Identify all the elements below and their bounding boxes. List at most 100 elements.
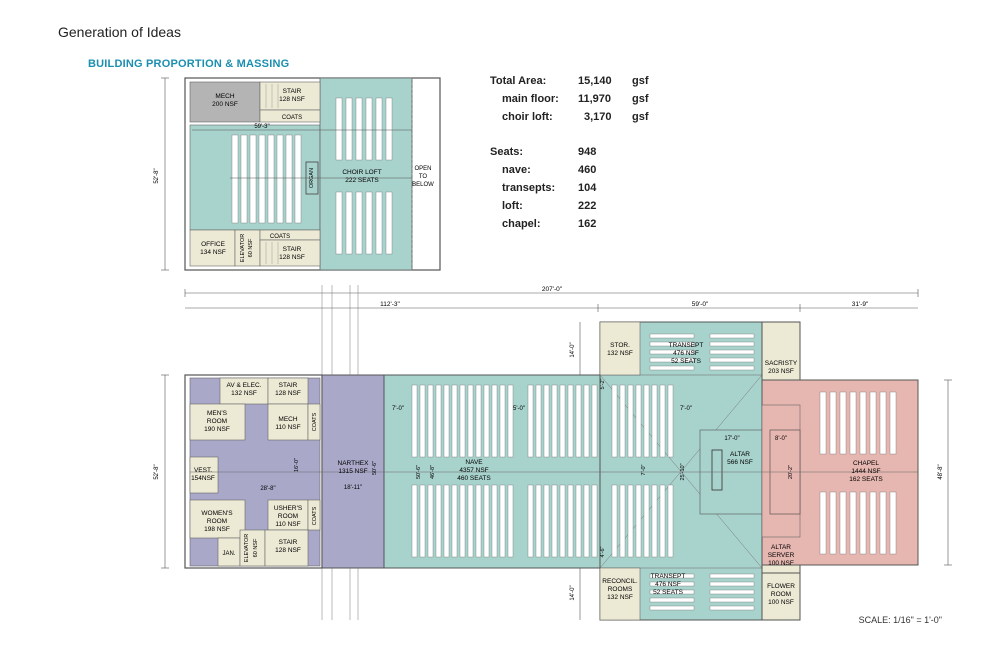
choir-loft-name: CHOIR LOFT: [342, 169, 381, 176]
seats-label: Seats:: [490, 146, 524, 158]
altar-server-name-1: ALTAR: [771, 544, 791, 551]
chapel-pews: [819, 391, 897, 555]
dim-7a: 7'-0": [392, 406, 404, 412]
narthex: [321, 374, 385, 569]
flower-room-name-1: FLOWER: [767, 583, 795, 590]
stair-top-area: 128 NSF: [275, 390, 301, 397]
mech-name: MECH: [278, 416, 297, 423]
altar-area: 566 NSF: [727, 459, 753, 466]
mech-area: 110 NSF: [275, 424, 300, 431]
transept-bottom-area: 476 NSF: [655, 581, 681, 588]
chapel-seats-value: 162: [578, 218, 597, 230]
choir-loft-value: 3,170: [584, 111, 612, 123]
upper-stair-top-area: 128 NSF: [279, 96, 305, 103]
dim-8: 8'-0": [775, 436, 787, 442]
chapel-height-dim: 48'-8": [938, 464, 944, 479]
upper-width-dim: 59'-3": [254, 124, 269, 130]
av-elec-area: 132 NSF: [231, 390, 257, 397]
mens-room: [189, 403, 246, 441]
mens-room-name-2: ROOM: [207, 418, 227, 425]
left-width-dim: 112'-3": [380, 301, 400, 308]
main-height-dim: 52'-8": [154, 464, 160, 479]
transept-top-seats: 52 SEATS: [671, 358, 702, 365]
coats-bottom-label: COATS: [312, 506, 318, 525]
dim-5a: 5'-0": [513, 406, 525, 412]
vest-name: VEST.: [194, 467, 212, 474]
open-to-below-line1: OPEN: [414, 166, 431, 172]
upper-stair-top-name: STAIR: [283, 88, 302, 95]
upper-office-area: 134 NSF: [200, 249, 226, 256]
altar-server-name-2: SERVER: [768, 552, 795, 559]
dim-16: 16'-0": [294, 458, 300, 472]
stair-bottom-area: 128 NSF: [275, 547, 301, 554]
mens-room-area: 190 NSF: [204, 426, 230, 433]
dim-4: 4'-6": [600, 546, 606, 557]
ushers-room-name-2: ROOM: [278, 513, 298, 520]
womens-room: [189, 499, 246, 539]
coats-bottom-room: [307, 499, 321, 531]
womens-room-name-1: WOMEN'S: [201, 510, 233, 517]
nave-area: 4357 NSF: [459, 467, 488, 474]
upper-elevator: [234, 229, 261, 267]
coats-top-label: COATS: [312, 412, 318, 431]
vest-area: 154NSF: [191, 475, 215, 482]
elevator-area: 60 NSF: [253, 538, 259, 557]
section-title: BUILDING PROPORTION & MASSING: [88, 58, 290, 70]
reconciliation-rooms: [599, 567, 641, 621]
dim-46: 46'-8": [430, 465, 436, 479]
mens-room-name-1: MEN'S: [207, 410, 228, 417]
transept-bottom-seats: 52 SEATS: [653, 589, 684, 596]
stair-bottom-name: STAIR: [279, 539, 298, 546]
flower-room: [761, 572, 801, 621]
upper-coats-top: [259, 109, 321, 123]
stor-area: 132 NSF: [607, 350, 633, 357]
choir-loft-pews: [335, 97, 393, 255]
womens-room-area: 198 NSF: [204, 526, 230, 533]
choir-loft-unit: gsf: [632, 111, 649, 123]
chapel-name: CHAPEL: [853, 460, 879, 467]
nave-name: NAVE: [465, 459, 483, 466]
altar-server-area: 100 NSF: [768, 560, 794, 567]
coats-top-room: [307, 403, 321, 441]
upper-mech-area: 200 NSF: [212, 101, 238, 108]
nave-seats-label: nave:: [502, 164, 531, 176]
seats-value: 948: [578, 146, 597, 158]
upper-mech-room: [189, 81, 261, 123]
transept-bottom-dim: 14'-0": [570, 585, 576, 600]
mid-width-dim: 59'-0": [692, 301, 709, 308]
sacristy-area: 203 NSF: [768, 368, 794, 375]
upper-stair-bottom-area: 128 NSF: [279, 254, 305, 261]
dim-7c: 7'-0": [641, 464, 647, 475]
stair-top-name: STAIR: [279, 382, 298, 389]
reconcil-area: 132 NSF: [607, 594, 633, 601]
transept-bottom-name: TRANSEPT: [651, 573, 686, 580]
stair-bottom-room: [264, 529, 309, 567]
transept-pews: [649, 333, 755, 611]
mech-room: [267, 403, 309, 441]
dim-5: 50'-6": [372, 461, 378, 475]
main-floor-plan: 207'-0" 112'-3" 59'-0" 31'-9" 52'-8" 48'…: [154, 285, 952, 621]
upper-stair-bottom-name: STAIR: [283, 246, 302, 253]
open-to-below-line3: BELOW: [412, 182, 434, 188]
dim-7b: 7'-0": [680, 406, 692, 412]
elevator-room: [239, 529, 266, 567]
chapel-seats-label: chapel:: [502, 218, 541, 230]
sacristy-name: SACRISTY: [765, 360, 798, 367]
flower-room-name-2: ROOM: [771, 591, 791, 598]
dim-50a: 50'-6": [416, 465, 422, 479]
right-width-dim: 31'-9": [852, 301, 869, 308]
narthex-area: 1315 NSF: [338, 468, 367, 475]
upper-coats-top-label: COATS: [282, 115, 302, 121]
dim-20: 20'-2": [788, 465, 794, 479]
total-area-label: Total Area:: [490, 75, 547, 87]
flower-room-area: 100 NSF: [768, 599, 794, 606]
altar-table: [711, 449, 723, 491]
transept-top-dim: 14'-0": [570, 342, 576, 357]
dim-28: 28'-8": [260, 486, 275, 492]
transept-top-area: 476 NSF: [673, 350, 699, 357]
upper-coats-bottom-label: COATS: [270, 234, 290, 240]
chapel-area: 1444 NSF: [851, 468, 880, 475]
page-title: Generation of Ideas: [58, 24, 181, 40]
scale-note: SCALE: 1/16" = 1'-0": [858, 615, 942, 625]
altar-name: ALTAR: [730, 451, 750, 458]
